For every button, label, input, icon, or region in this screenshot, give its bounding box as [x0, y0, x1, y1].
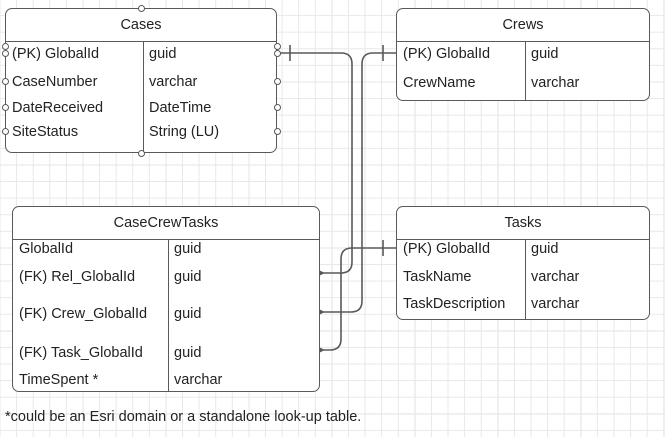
field-type: guid	[531, 45, 559, 62]
field-type: guid	[174, 240, 202, 257]
field-type: guid	[149, 45, 177, 62]
field-type: varchar	[531, 295, 580, 312]
field-type: varchar	[531, 74, 580, 91]
column-divider-cases	[143, 42, 144, 152]
field-name: TaskName	[403, 268, 472, 285]
field-type: String (LU)	[149, 123, 220, 140]
field-type: guid	[174, 344, 202, 361]
entity-title-tasks: Tasks	[397, 207, 649, 240]
connector-port-bottom[interactable]	[137, 149, 145, 157]
field-name: (PK) GlobalId	[12, 45, 100, 62]
field-type: DateTime	[149, 99, 212, 116]
field-type: varchar	[531, 268, 580, 285]
footnote-text: *could be an Esri domain or a standalone…	[5, 409, 362, 425]
entity-title-casecrewtasks: CaseCrewTasks	[13, 207, 319, 240]
field-name: DateReceived	[12, 99, 104, 116]
connector-port-left-5[interactable]	[1, 127, 9, 135]
connector-port-right-1[interactable]	[273, 42, 281, 50]
connector-port-right-2[interactable]	[273, 49, 281, 57]
entity-title-cases: Cases	[6, 9, 276, 42]
field-name: GlobalId	[19, 240, 74, 257]
column-divider-crews	[525, 42, 526, 100]
entity-title-crews: Crews	[397, 9, 649, 42]
field-type: varchar	[174, 371, 223, 388]
connector-port-left-2[interactable]	[1, 49, 9, 57]
field-name: (PK) GlobalId	[403, 240, 491, 257]
field-name: (FK) Crew_GlobalId	[19, 305, 148, 322]
field-type: guid	[174, 268, 202, 285]
field-name: CrewName	[403, 74, 476, 91]
field-name: TaskDescription	[403, 295, 506, 312]
field-name: SiteStatus	[12, 123, 79, 140]
connector-tasks-casecrewtasks	[323, 247, 396, 351]
field-type: guid	[531, 240, 559, 257]
column-divider-casecrewtasks	[168, 240, 169, 391]
connector-crews-casecrewtasks	[323, 52, 396, 313]
connector-port-left-3[interactable]	[1, 77, 9, 85]
field-name: CaseNumber	[12, 73, 98, 90]
field-name: TimeSpent *	[19, 371, 99, 388]
connector-port-top[interactable]	[137, 4, 145, 12]
connector-cases-casecrewtasks	[277, 52, 353, 274]
connector-port-right-3[interactable]	[273, 77, 281, 85]
column-divider-tasks	[525, 240, 526, 319]
field-type: guid	[174, 305, 202, 322]
field-name: (PK) GlobalId	[403, 45, 491, 62]
connector-port-right-5[interactable]	[273, 127, 281, 135]
field-type: varchar	[149, 73, 198, 90]
connector-port-left-1[interactable]	[1, 42, 9, 50]
field-name: (FK) Rel_GlobalId	[19, 268, 136, 285]
connector-port-right-4[interactable]	[273, 103, 281, 111]
field-name: (FK) Task_GlobalId	[19, 344, 143, 361]
connector-port-left-4[interactable]	[1, 103, 9, 111]
